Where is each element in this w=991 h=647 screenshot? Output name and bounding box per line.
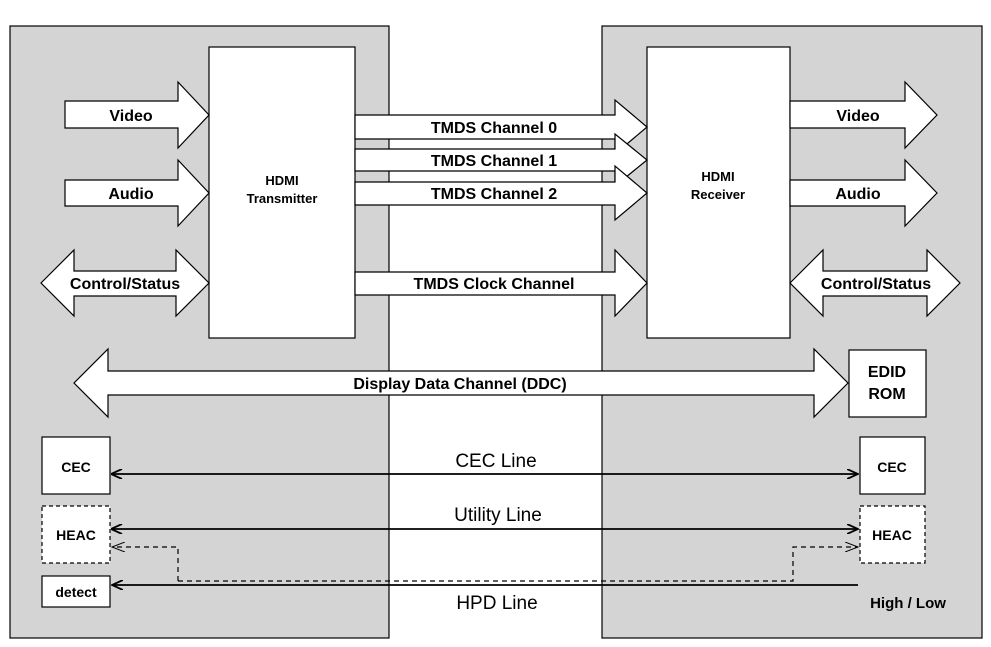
source-heac-box: [41, 505, 111, 564]
edid-label-1: EDID: [868, 364, 906, 381]
ddc-label: Display Data Channel (DDC): [353, 376, 566, 393]
tmds-channel-0-arrow: [354, 98, 648, 156]
source-detect-box: [41, 575, 111, 608]
edid-rom-box: [848, 349, 927, 418]
hpd-line-label: HPD Line: [456, 593, 537, 614]
source-detect-label: detect: [55, 584, 97, 600]
sink-heac-box: [859, 505, 926, 564]
audio-out-label: Audio: [835, 186, 881, 203]
control-status-out-label: Control/Status: [821, 276, 931, 293]
edid-label-2: ROM: [868, 386, 905, 403]
control-status-in-label: Control/Status: [70, 276, 180, 293]
hpd-state-label: High / Low: [870, 595, 946, 612]
control-status-out-arrow: [789, 248, 961, 318]
audio-out-arrow: [789, 158, 938, 228]
utility-line-label: Utility Line: [454, 505, 542, 526]
ddc-arrow: [73, 347, 849, 419]
video-out-label: Video: [836, 108, 880, 125]
sink-cec-box: [859, 436, 926, 495]
sink-cec-label: CEC: [877, 459, 907, 475]
hdmi-transmitter-box: [208, 46, 356, 339]
tmds-channel-1-arrow: [354, 132, 648, 188]
audio-in-arrow: [64, 158, 210, 228]
tmds-channel-2-arrow: [354, 164, 648, 222]
video-in-label: Video: [109, 108, 153, 125]
cec-line-label: CEC Line: [455, 451, 536, 472]
dashed-path-to-sink-heac: [178, 547, 858, 582]
tmds-channel-0-label: TMDS Channel 0: [431, 120, 557, 137]
tmds-channel-2-label: TMDS Channel 2: [431, 186, 557, 203]
receiver-title-1: HDMI: [701, 169, 734, 184]
transmitter-title-1: HDMI: [265, 173, 298, 188]
control-status-in-arrow: [40, 248, 210, 318]
transmitter-title-2: Transmitter: [247, 191, 318, 206]
hdmi-receiver-box: [646, 46, 791, 339]
video-in-arrow: [64, 80, 210, 150]
tmds-clock-channel-label: TMDS Clock Channel: [414, 276, 575, 293]
source-cec-box: [41, 436, 111, 495]
tmds-clock-channel-arrow: [354, 248, 648, 318]
source-heac-label: HEAC: [56, 527, 96, 543]
sink-heac-label: HEAC: [872, 527, 912, 543]
receiver-title-2: Receiver: [691, 187, 745, 202]
dashed-path-to-source-heac: [112, 547, 179, 581]
audio-in-label: Audio: [108, 186, 154, 203]
tmds-channel-1-label: TMDS Channel 1: [431, 153, 557, 170]
video-out-arrow: [789, 80, 938, 150]
source-cec-label: CEC: [61, 459, 91, 475]
